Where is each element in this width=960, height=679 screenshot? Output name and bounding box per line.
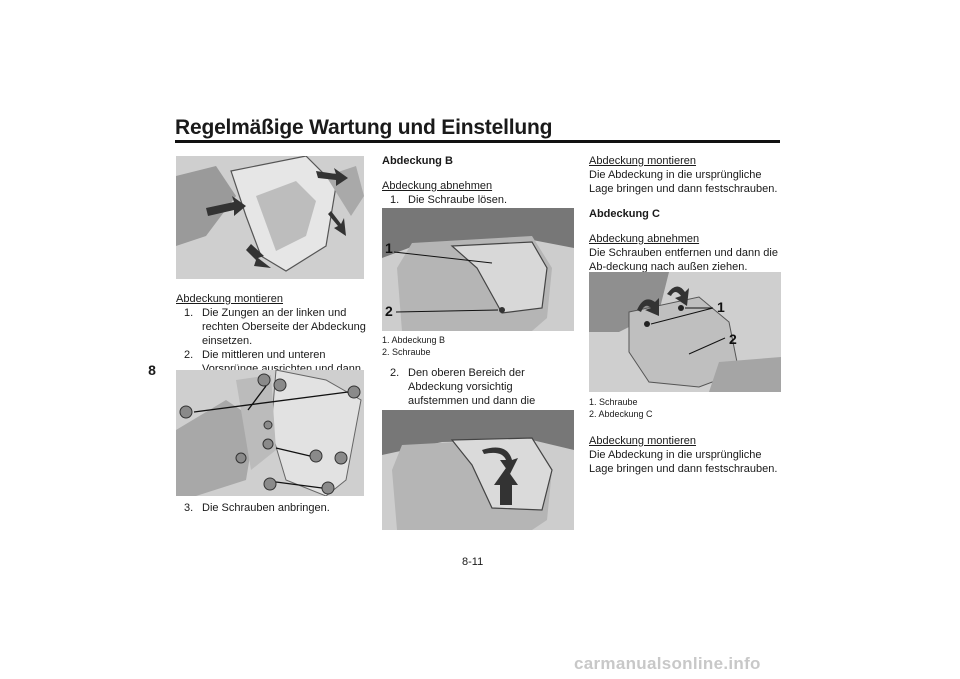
paragraph: Die Schrauben entfernen und dann die Ab-… xyxy=(589,247,778,273)
caption: 2. Schraube xyxy=(382,347,431,357)
col2-text-block-a: Abdeckung B Abdeckung abnehmen 1. Die Sc… xyxy=(382,154,574,207)
paragraph: Die Abdeckung in die ursprüngliche Lage … xyxy=(589,169,778,195)
section-heading: Abdeckung abnehmen xyxy=(589,233,700,245)
section-heading: Abdeckung montieren xyxy=(589,155,697,167)
watermark: carmanualsonline.info xyxy=(574,654,761,673)
col2-text-block-b: 1. Abdeckung B 2. Schraube 2. Den oberen… xyxy=(382,334,574,422)
caption: 2. Abdeckung C xyxy=(589,409,653,419)
subsection-heading: Abdeckung C xyxy=(589,208,660,220)
section-heading: Abdeckung abnehmen xyxy=(382,180,493,192)
fig-label: 2 xyxy=(729,331,737,347)
paragraph: Die Abdeckung in die ursprüngliche Lage … xyxy=(589,449,778,475)
col3-text-block-a: Abdeckung montieren Die Abdeckung in die… xyxy=(589,154,783,274)
caption: 1. Schraube xyxy=(589,397,638,407)
subsection-heading: Abdeckung B xyxy=(382,155,453,167)
col3-text-block-b: 1. Schraube 2. Abdeckung C Abdeckung mon… xyxy=(589,396,783,476)
page-number: 8-11 xyxy=(462,556,484,568)
list-item: 1. Die Zungen an der linken und rechten … xyxy=(184,307,366,347)
figure-cover-b-screw: 1 2 xyxy=(382,208,574,331)
figure-cover-c: 1 2 xyxy=(589,272,781,392)
figure-cover-b-remove xyxy=(382,410,574,530)
caption: 1. Abdeckung B xyxy=(382,335,446,345)
figure-cowl-bolts xyxy=(176,370,364,496)
figure-front-cowl-arrows xyxy=(176,156,364,279)
fig-label: 1 xyxy=(717,299,725,315)
col1-text-block-b: 3. Die Schrauben anbringen. xyxy=(176,501,366,515)
fig-label: 1 xyxy=(385,240,393,256)
section-heading: Abdeckung montieren xyxy=(589,435,697,447)
list-item: 3. Die Schrauben anbringen. xyxy=(184,502,330,514)
header-rule xyxy=(175,140,780,143)
fig-label: 2 xyxy=(385,303,393,319)
list-item: 1. Die Schraube lösen. xyxy=(390,194,508,206)
chapter-tab: 8 xyxy=(148,362,156,378)
page-title: Regelmäßige Wartung und Einstellung xyxy=(175,116,553,139)
section-heading: Abdeckung montieren xyxy=(176,293,284,305)
